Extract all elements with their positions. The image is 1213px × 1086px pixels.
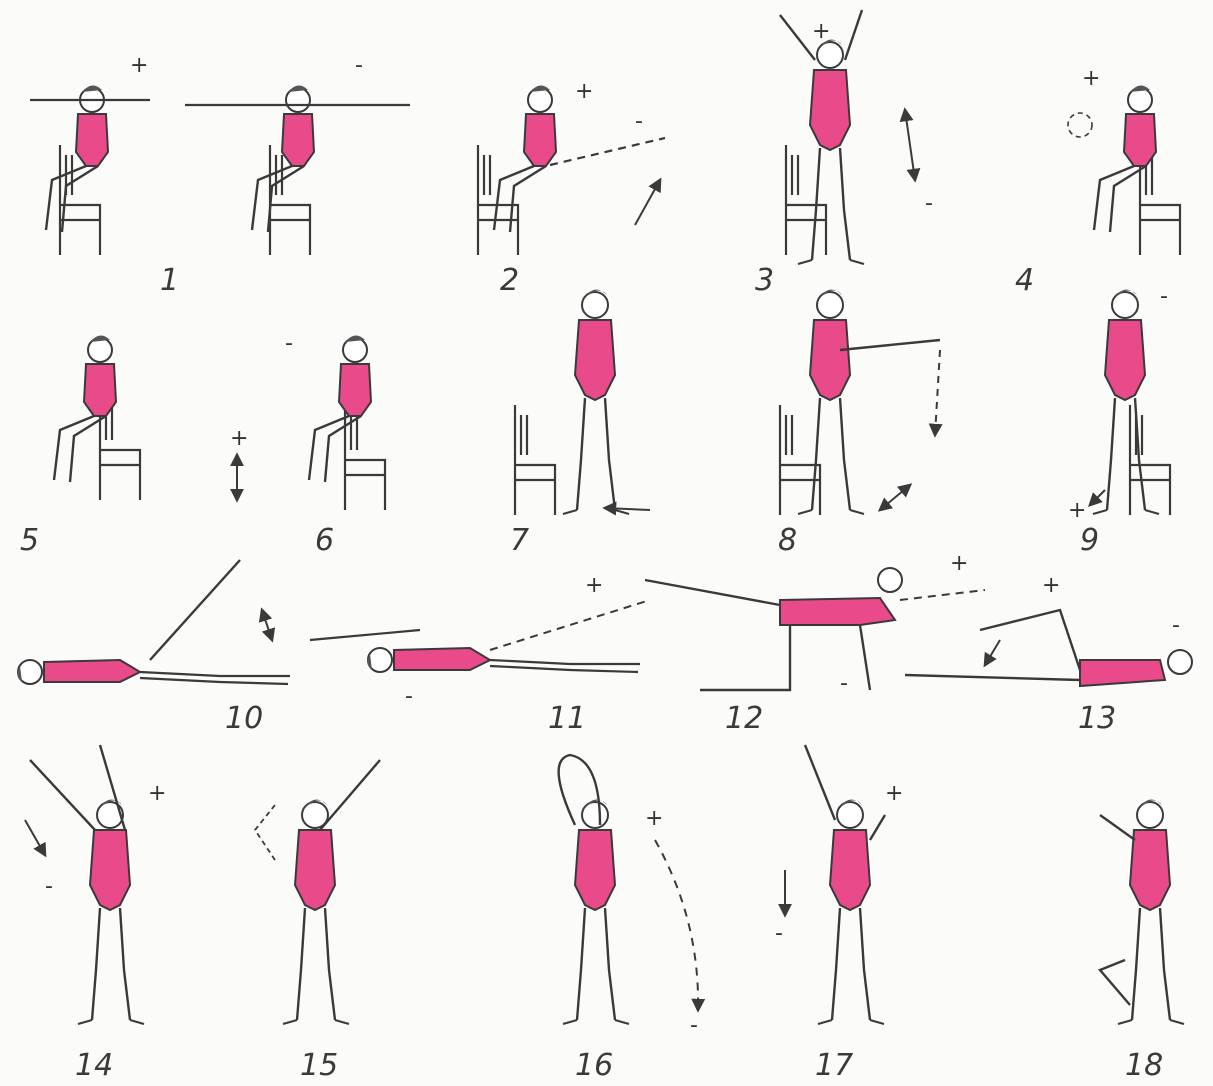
exercise-number: 15	[300, 1048, 338, 1083]
plus-sign: +	[885, 781, 903, 806]
exercise-figure-icon	[237, 335, 385, 510]
exercise-number: 13	[1078, 701, 1116, 736]
plus-sign: +	[950, 551, 968, 576]
exercise-figure-icon	[25, 745, 144, 1024]
exercise-number: 2	[500, 263, 519, 298]
exercise-figure-icon	[54, 335, 140, 500]
minus-sign: -	[405, 684, 413, 709]
exercise-number: 3	[755, 263, 774, 298]
plus-sign: +	[585, 573, 603, 598]
exercise-number: 6	[315, 523, 334, 558]
minus-sign: -	[775, 921, 783, 946]
exercise-figure-icon	[645, 568, 985, 690]
exercise-number: 4	[1015, 263, 1034, 298]
exercise-figure-icon	[255, 760, 380, 1024]
exercise-number: 9	[1080, 523, 1099, 558]
exercise-figure-icon	[17, 560, 290, 684]
exercise-figure-icon	[1068, 85, 1180, 255]
plus-sign: +	[575, 79, 593, 104]
exercise-figure-icon	[185, 85, 410, 255]
exercise-figure-icon	[310, 600, 650, 672]
minus-sign: -	[45, 874, 53, 899]
plus-sign: +	[130, 53, 148, 78]
exercise-number: 16	[575, 1048, 613, 1083]
exercise-number: 11	[548, 701, 586, 736]
exercise-number: 14	[75, 1048, 113, 1083]
plus-sign: +	[645, 806, 663, 831]
exercise-number: 1	[160, 263, 179, 298]
minus-sign: -	[635, 109, 643, 134]
exercise-number: 10	[225, 701, 263, 736]
exercise-figure-icon	[1100, 799, 1184, 1024]
exercise-number: 8	[778, 523, 797, 558]
exercise-number: 12	[725, 701, 763, 736]
exercise-figure-icon	[515, 289, 650, 515]
minus-sign: -	[1172, 613, 1180, 638]
minus-sign: -	[1160, 284, 1168, 309]
minus-sign: -	[840, 671, 848, 696]
plus-sign: +	[230, 426, 248, 451]
exercise-figure-icon	[905, 610, 1192, 686]
exercise-figure-icon	[559, 755, 698, 1024]
minus-sign: -	[355, 53, 363, 78]
exercise-number: 18	[1125, 1048, 1163, 1083]
exercise-number: 17	[815, 1048, 853, 1083]
exercise-figure-icon	[30, 85, 150, 255]
plus-sign: +	[812, 19, 830, 44]
plus-sign: +	[1068, 498, 1086, 523]
minus-sign: -	[285, 331, 293, 356]
exercise-figure-icon	[785, 745, 885, 1024]
plus-sign: +	[148, 781, 166, 806]
plus-sign: +	[1042, 573, 1060, 598]
minus-sign: -	[690, 1013, 698, 1038]
exercise-number: 7	[510, 523, 529, 558]
minus-sign: -	[925, 191, 933, 216]
exercise-number: 5	[20, 523, 39, 558]
plus-sign: +	[1082, 66, 1100, 91]
exercise-figure-icon	[1090, 289, 1170, 515]
exercise-figure-icon	[780, 10, 915, 264]
exercise-figure-icon	[780, 289, 940, 515]
